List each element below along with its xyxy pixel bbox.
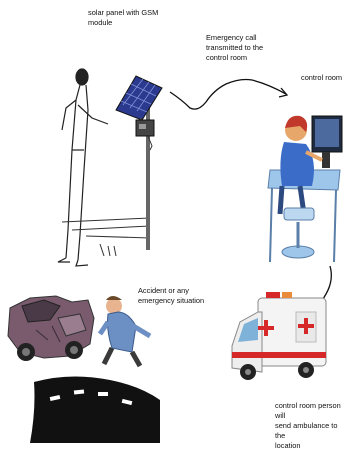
solar-panel-icon (116, 76, 162, 126)
signal-wave-arrow (170, 80, 287, 110)
solar-panel-label: solar panel with GSM module (88, 8, 158, 28)
pole (146, 90, 150, 250)
control-room-operator-icon (268, 116, 342, 262)
gsm-module-icon (136, 120, 154, 150)
emergency-call-label: Emergency call transmitted to the contro… (206, 33, 263, 63)
injured-person-icon (100, 296, 150, 366)
ambulance-icon (232, 292, 326, 380)
crashed-car-icon (8, 296, 94, 361)
accident-label: Accident or any emergency situation (138, 286, 204, 306)
ambulance-dispatch-label: control room person will send ambulance … (275, 401, 349, 451)
ground-lines (62, 218, 150, 256)
road-icon (30, 376, 160, 443)
control-room-label: control room (301, 73, 342, 83)
